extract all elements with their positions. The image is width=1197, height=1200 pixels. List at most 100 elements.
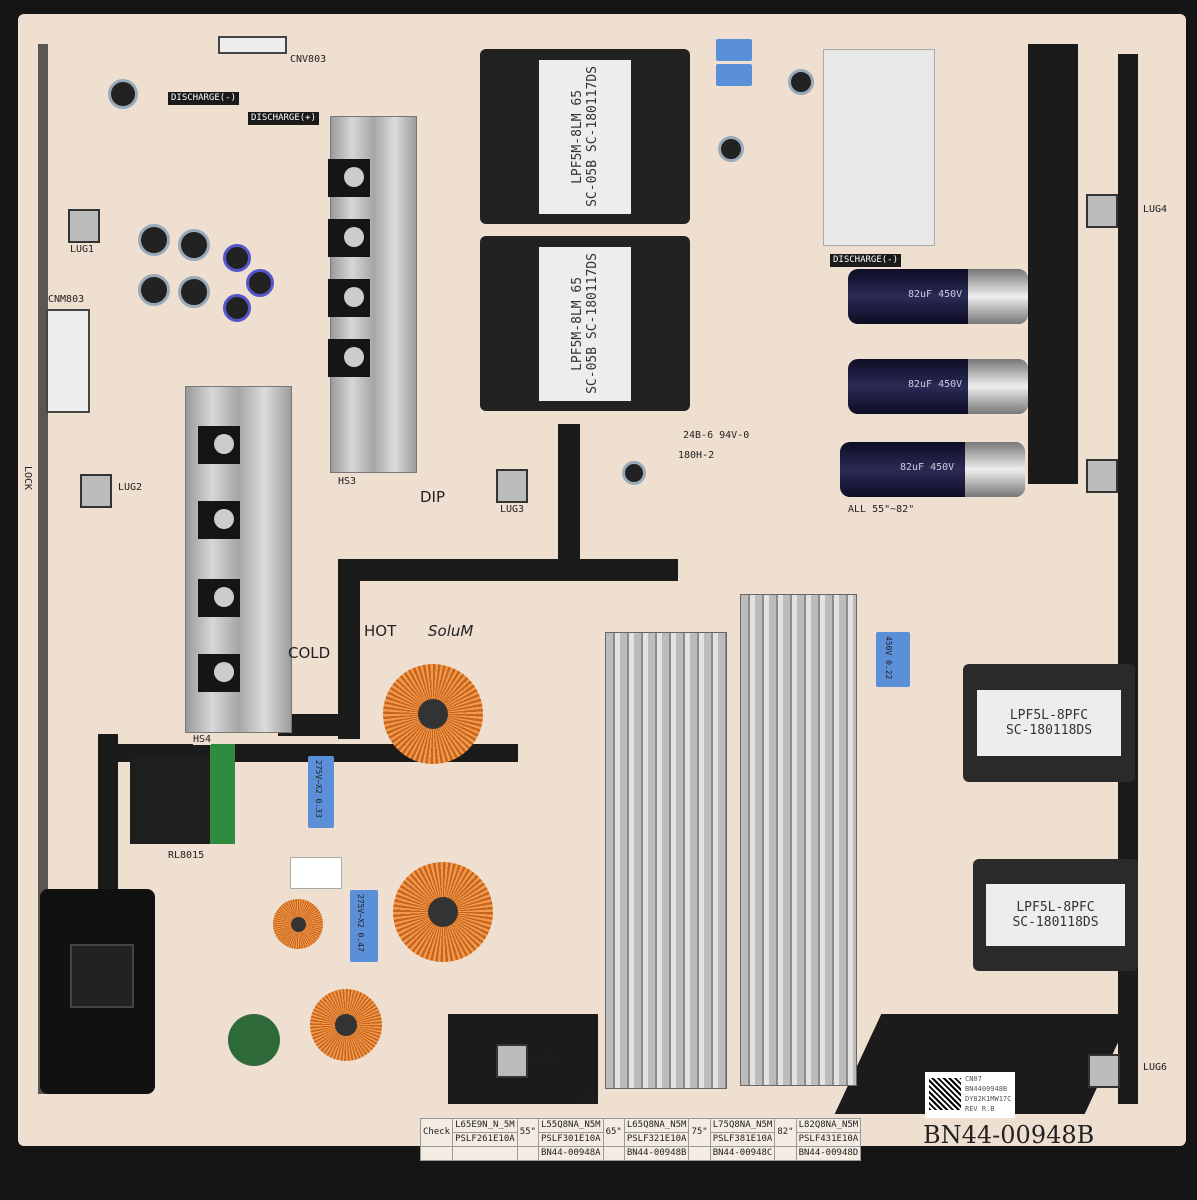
- ac-inlet-receptacle[interactable]: [70, 944, 134, 1008]
- variant-psu: PSLF261E10A: [452, 1132, 518, 1147]
- lock-label: LOCK: [22, 466, 33, 491]
- transformer-label: LPF5L-8PFC SC-180118DS: [1012, 900, 1099, 930]
- trace: [338, 559, 678, 581]
- capacitor: [718, 136, 744, 162]
- qr-code-icon: [929, 1078, 961, 1110]
- trace: [278, 714, 358, 736]
- connector-cnm803[interactable]: [46, 309, 90, 413]
- mosfet: [198, 426, 240, 464]
- capacitor: [138, 224, 170, 256]
- film-capacitor: 275V~X2 0.47: [350, 890, 378, 962]
- transformer-main-bottom: LPF5M-8LM 65 SC-05B SC-180117DS: [480, 236, 690, 411]
- heatsink-hs5: [823, 49, 935, 246]
- hs1-label: HS1: [578, 1094, 597, 1105]
- mosfet: [328, 339, 370, 377]
- transformer-label: LPF5M-8LM 65 SC-05B SC-180117DS: [570, 253, 600, 394]
- trace: [38, 44, 48, 1094]
- variant-part: BN44-00948A: [537, 1146, 604, 1161]
- sticker-line: BN4400948B: [965, 1085, 1008, 1093]
- film-capacitor: [716, 39, 752, 61]
- variant-psu: PSLF301E10A: [537, 1132, 604, 1147]
- film-capacitor: 275V~X2 0.33: [308, 756, 334, 828]
- capacitor-rating: 82uF 450V: [908, 379, 963, 390]
- mosfet: [198, 579, 240, 617]
- mosfet: [198, 654, 240, 692]
- lug1-label: LUG1: [70, 244, 95, 255]
- film-capacitor-label: 450V 0.22: [884, 636, 893, 680]
- bulk-capacitor: 82uF 450V: [840, 442, 1025, 497]
- capacitor-rating: 82uF 450V: [900, 462, 955, 473]
- heatsink-hs1: [605, 632, 727, 1089]
- sticker-line: CN07: [965, 1075, 982, 1083]
- capacitor: [246, 269, 274, 297]
- lug-clip: [1086, 194, 1118, 228]
- discharge-right-label: DISCHARGE(-): [830, 254, 902, 267]
- ul-mark: 24B-6 94V-0: [683, 430, 750, 441]
- varistor: [228, 1014, 280, 1066]
- pcb-board: LPF5M-8LM 65 SC-05B SC-180117DS LPF5M-8L…: [18, 14, 1186, 1149]
- transformer-pfc-top: LPF5L-8PFC SC-180118DS: [963, 664, 1135, 782]
- variant-psu: PSLF431E10A: [795, 1132, 862, 1147]
- variant-model: L82Q8NA_N5M: [795, 1118, 862, 1133]
- capacitor: [108, 79, 138, 109]
- trace: [1028, 44, 1078, 484]
- film-capacitor: 450V 0.22: [876, 632, 910, 687]
- transformer-label: LPF5M-8LM 65 SC-05B SC-180117DS: [570, 66, 600, 207]
- trace: [1118, 54, 1138, 1104]
- variant-model: L75Q8NA_N5M: [709, 1118, 776, 1133]
- date-code: 180H-2: [678, 450, 715, 461]
- sticker-line: DY82K1MW17C: [965, 1095, 1012, 1103]
- relay-pcb-tab: [210, 744, 235, 844]
- lug-clip: [496, 1044, 528, 1078]
- film-capacitor-label: 275V~X2 0.47: [356, 894, 365, 952]
- variant-table: Check L65E9N_N_5M 55" L55Q8NA_N5M 65" L6…: [419, 1118, 862, 1161]
- trace: [558, 424, 580, 574]
- variant-model: L65E9N_N_5M: [452, 1118, 518, 1133]
- solum-logo-text: SoluM: [428, 622, 474, 640]
- capacitor: [178, 229, 210, 261]
- film-capacitor: [716, 64, 752, 86]
- variant-table-header: Check: [419, 1118, 454, 1147]
- variant-psu: PSLF381E10A: [709, 1132, 776, 1147]
- sticker-line: REV R.B: [965, 1105, 995, 1113]
- capacitor: [788, 69, 814, 95]
- lug2-label: LUG2: [118, 482, 143, 493]
- variant-size: 65": [602, 1118, 625, 1147]
- transformer-label: LPF5L-8PFC SC-180118DS: [1005, 708, 1093, 738]
- variant-model: L65Q8NA_N5M: [623, 1118, 690, 1133]
- toroid-inductor: [393, 862, 493, 962]
- voltage-note: ALL 55"~82": [848, 504, 915, 515]
- variant-model: L55Q8NA_N5M: [537, 1118, 604, 1133]
- variant-part: BN44-00948C: [709, 1146, 776, 1161]
- film-capacitor-label: 275V~X2 0.33: [314, 760, 323, 818]
- trace: [338, 559, 360, 739]
- transformer-main-top: LPF5M-8LM 65 SC-05B SC-180117DS: [480, 49, 690, 224]
- lug-clip: [1086, 459, 1118, 493]
- rl8015-label: RL8015: [168, 850, 205, 861]
- lug6-label: LUG6: [1143, 1062, 1168, 1073]
- connector-cnv803[interactable]: [218, 36, 287, 54]
- transformer-pfc-bottom: LPF5L-8PFC SC-180118DS: [973, 859, 1138, 971]
- thermistor-block: [290, 857, 342, 889]
- lug3-label: LUG3: [500, 504, 525, 515]
- capacitor-rating: 82uF 450V: [908, 289, 963, 300]
- capacitor: [178, 276, 210, 308]
- mosfet: [328, 159, 370, 197]
- heatsink-hs2: [740, 594, 857, 1086]
- variant-psu: PSLF321E10A: [623, 1132, 690, 1147]
- choke-inductor: [273, 899, 323, 949]
- variant-part: BN44-00948D: [795, 1146, 862, 1161]
- toroid-inductor: [310, 989, 382, 1061]
- mosfet: [198, 501, 240, 539]
- variant-part: BN44-00948B: [623, 1146, 690, 1161]
- toroid-inductor: [383, 664, 483, 764]
- discharge-minus-label: DISCHARGE(-): [168, 92, 240, 105]
- capacitor: [223, 244, 251, 272]
- barcode-sticker: CN07 BN4400948B DY82K1MW17C REV R.B: [925, 1072, 1015, 1118]
- bulk-capacitor: 82uF 450V: [848, 359, 1028, 414]
- handwritten-part-number: BN44-00948B: [923, 1121, 1095, 1149]
- lug4-label: LUG4: [1143, 204, 1168, 215]
- hot-label: HOT: [364, 622, 397, 640]
- capacitor: [622, 461, 646, 485]
- hs4-label: HS4: [193, 734, 212, 745]
